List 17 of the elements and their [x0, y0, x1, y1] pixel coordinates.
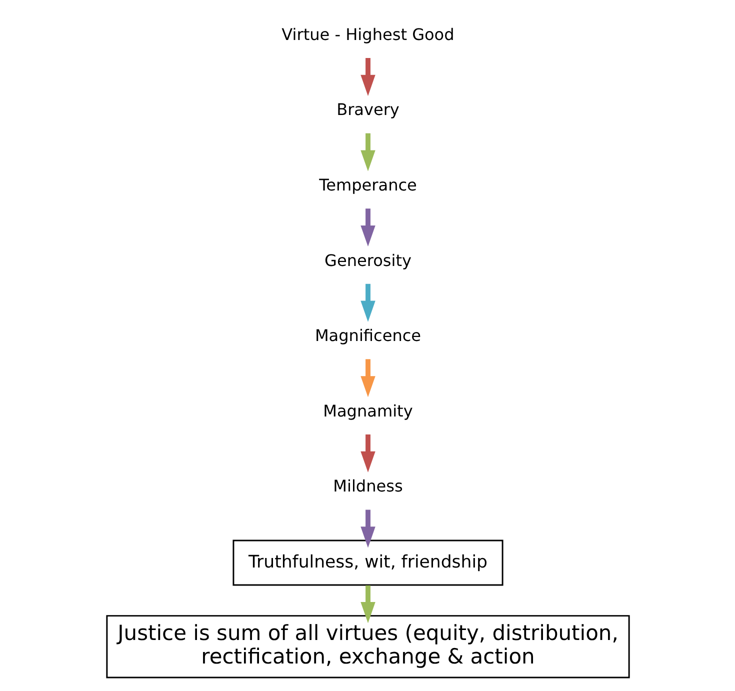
arrow: [360, 208, 375, 247]
node-text: Bravery: [336, 100, 399, 120]
node-text: Virtue - Highest Good: [281, 24, 454, 44]
arrow: [360, 133, 375, 172]
arrow: [360, 585, 375, 624]
arrow: [360, 58, 375, 96]
arrow: [360, 284, 375, 322]
node-text: Temperance: [318, 175, 416, 194]
node-text: Magnificence: [314, 326, 421, 346]
arrow: [360, 434, 375, 472]
node-box: Truthfulness, wit, friendship: [232, 540, 503, 586]
node-text: Generosity: [324, 250, 411, 270]
arrow: [360, 510, 375, 548]
node-text: Mildness: [332, 476, 402, 496]
node-box: Justice is sum of all virtues (equity, distribution, rectification, exchange & action: [106, 615, 630, 678]
node-text: Magnamity: [322, 401, 412, 420]
arrow: [360, 359, 375, 398]
